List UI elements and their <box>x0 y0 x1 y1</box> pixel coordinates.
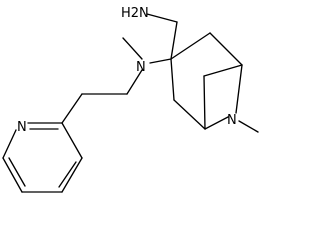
atom-labels: H2N N N N <box>17 6 237 135</box>
atom-label-amine-n: N <box>136 60 146 75</box>
bond-n-c3 <box>149 58 172 64</box>
chemical-structure-diagram: H2N N N N <box>2 6 259 193</box>
bond-c3-c2 <box>170 32 211 60</box>
bond-ch2-nh2 <box>146 13 178 23</box>
bond-nmethyl <box>122 37 143 60</box>
bond-c4-c5 <box>173 99 206 130</box>
bond-py-double-2 <box>8 157 26 187</box>
bond-c3-c4 <box>170 58 175 101</box>
bond-py-c2-c3 <box>61 122 83 159</box>
bond-c1-n8 <box>235 64 243 114</box>
bond-py-double-1 <box>58 161 77 188</box>
bond-c7-c6 <box>203 75 206 130</box>
atom-label-pyridine-n: N <box>17 120 27 135</box>
bond-c2-c1 <box>209 32 243 66</box>
atom-label-bridge-n: N <box>227 113 237 128</box>
atom-label-nh2: H2N <box>121 6 149 21</box>
bond-c3-ch2nh2 <box>170 21 178 60</box>
bond-lines <box>2 13 259 193</box>
bond-c5-n8 <box>204 116 229 130</box>
bond-py-c6-n <box>2 129 17 159</box>
bond-n-ch2 <box>126 69 143 95</box>
bond-ch2-pyridine <box>61 93 83 124</box>
bond-py-c5-c6 <box>2 157 23 193</box>
bond-py-c3-c4 <box>61 157 83 193</box>
bond-c1-c7 <box>203 64 243 77</box>
bond-n8-methyl <box>238 120 259 133</box>
